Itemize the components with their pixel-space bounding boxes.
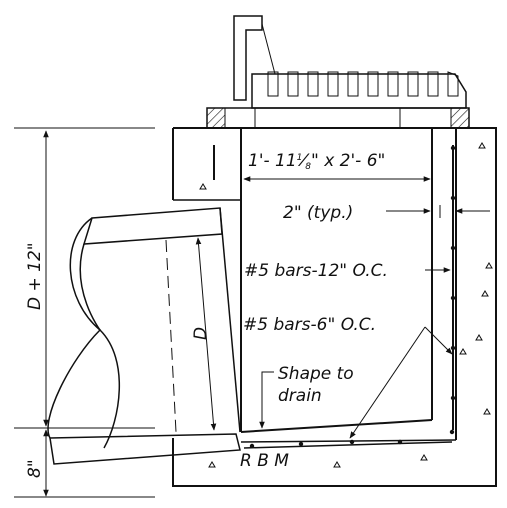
cover-label: 2" (typ.) — [283, 203, 353, 223]
dimensions — [14, 127, 490, 498]
bars-12-label: #5 bars-12" O.C. — [244, 261, 388, 281]
concrete-aggregate — [199, 142, 493, 468]
concrete-box — [172, 127, 497, 487]
rebar — [213, 145, 456, 449]
shape-to-drain-label: Shape to drain — [278, 364, 359, 406]
frame-and-grate — [206, 15, 470, 129]
depth-dimension-label: D + 12" — [25, 242, 45, 310]
opening-size-label: 1'- 111⁄8" x 2'- 6" — [248, 151, 385, 172]
pipe-diameter-label: D — [191, 327, 211, 340]
grate-bars — [267, 71, 459, 97]
slab-thickness-label: 8" — [25, 459, 45, 478]
bars-6-label: #5 bars-6" O.C. — [243, 315, 376, 335]
pipe — [47, 207, 241, 465]
rbm-label: R B M — [240, 451, 289, 471]
